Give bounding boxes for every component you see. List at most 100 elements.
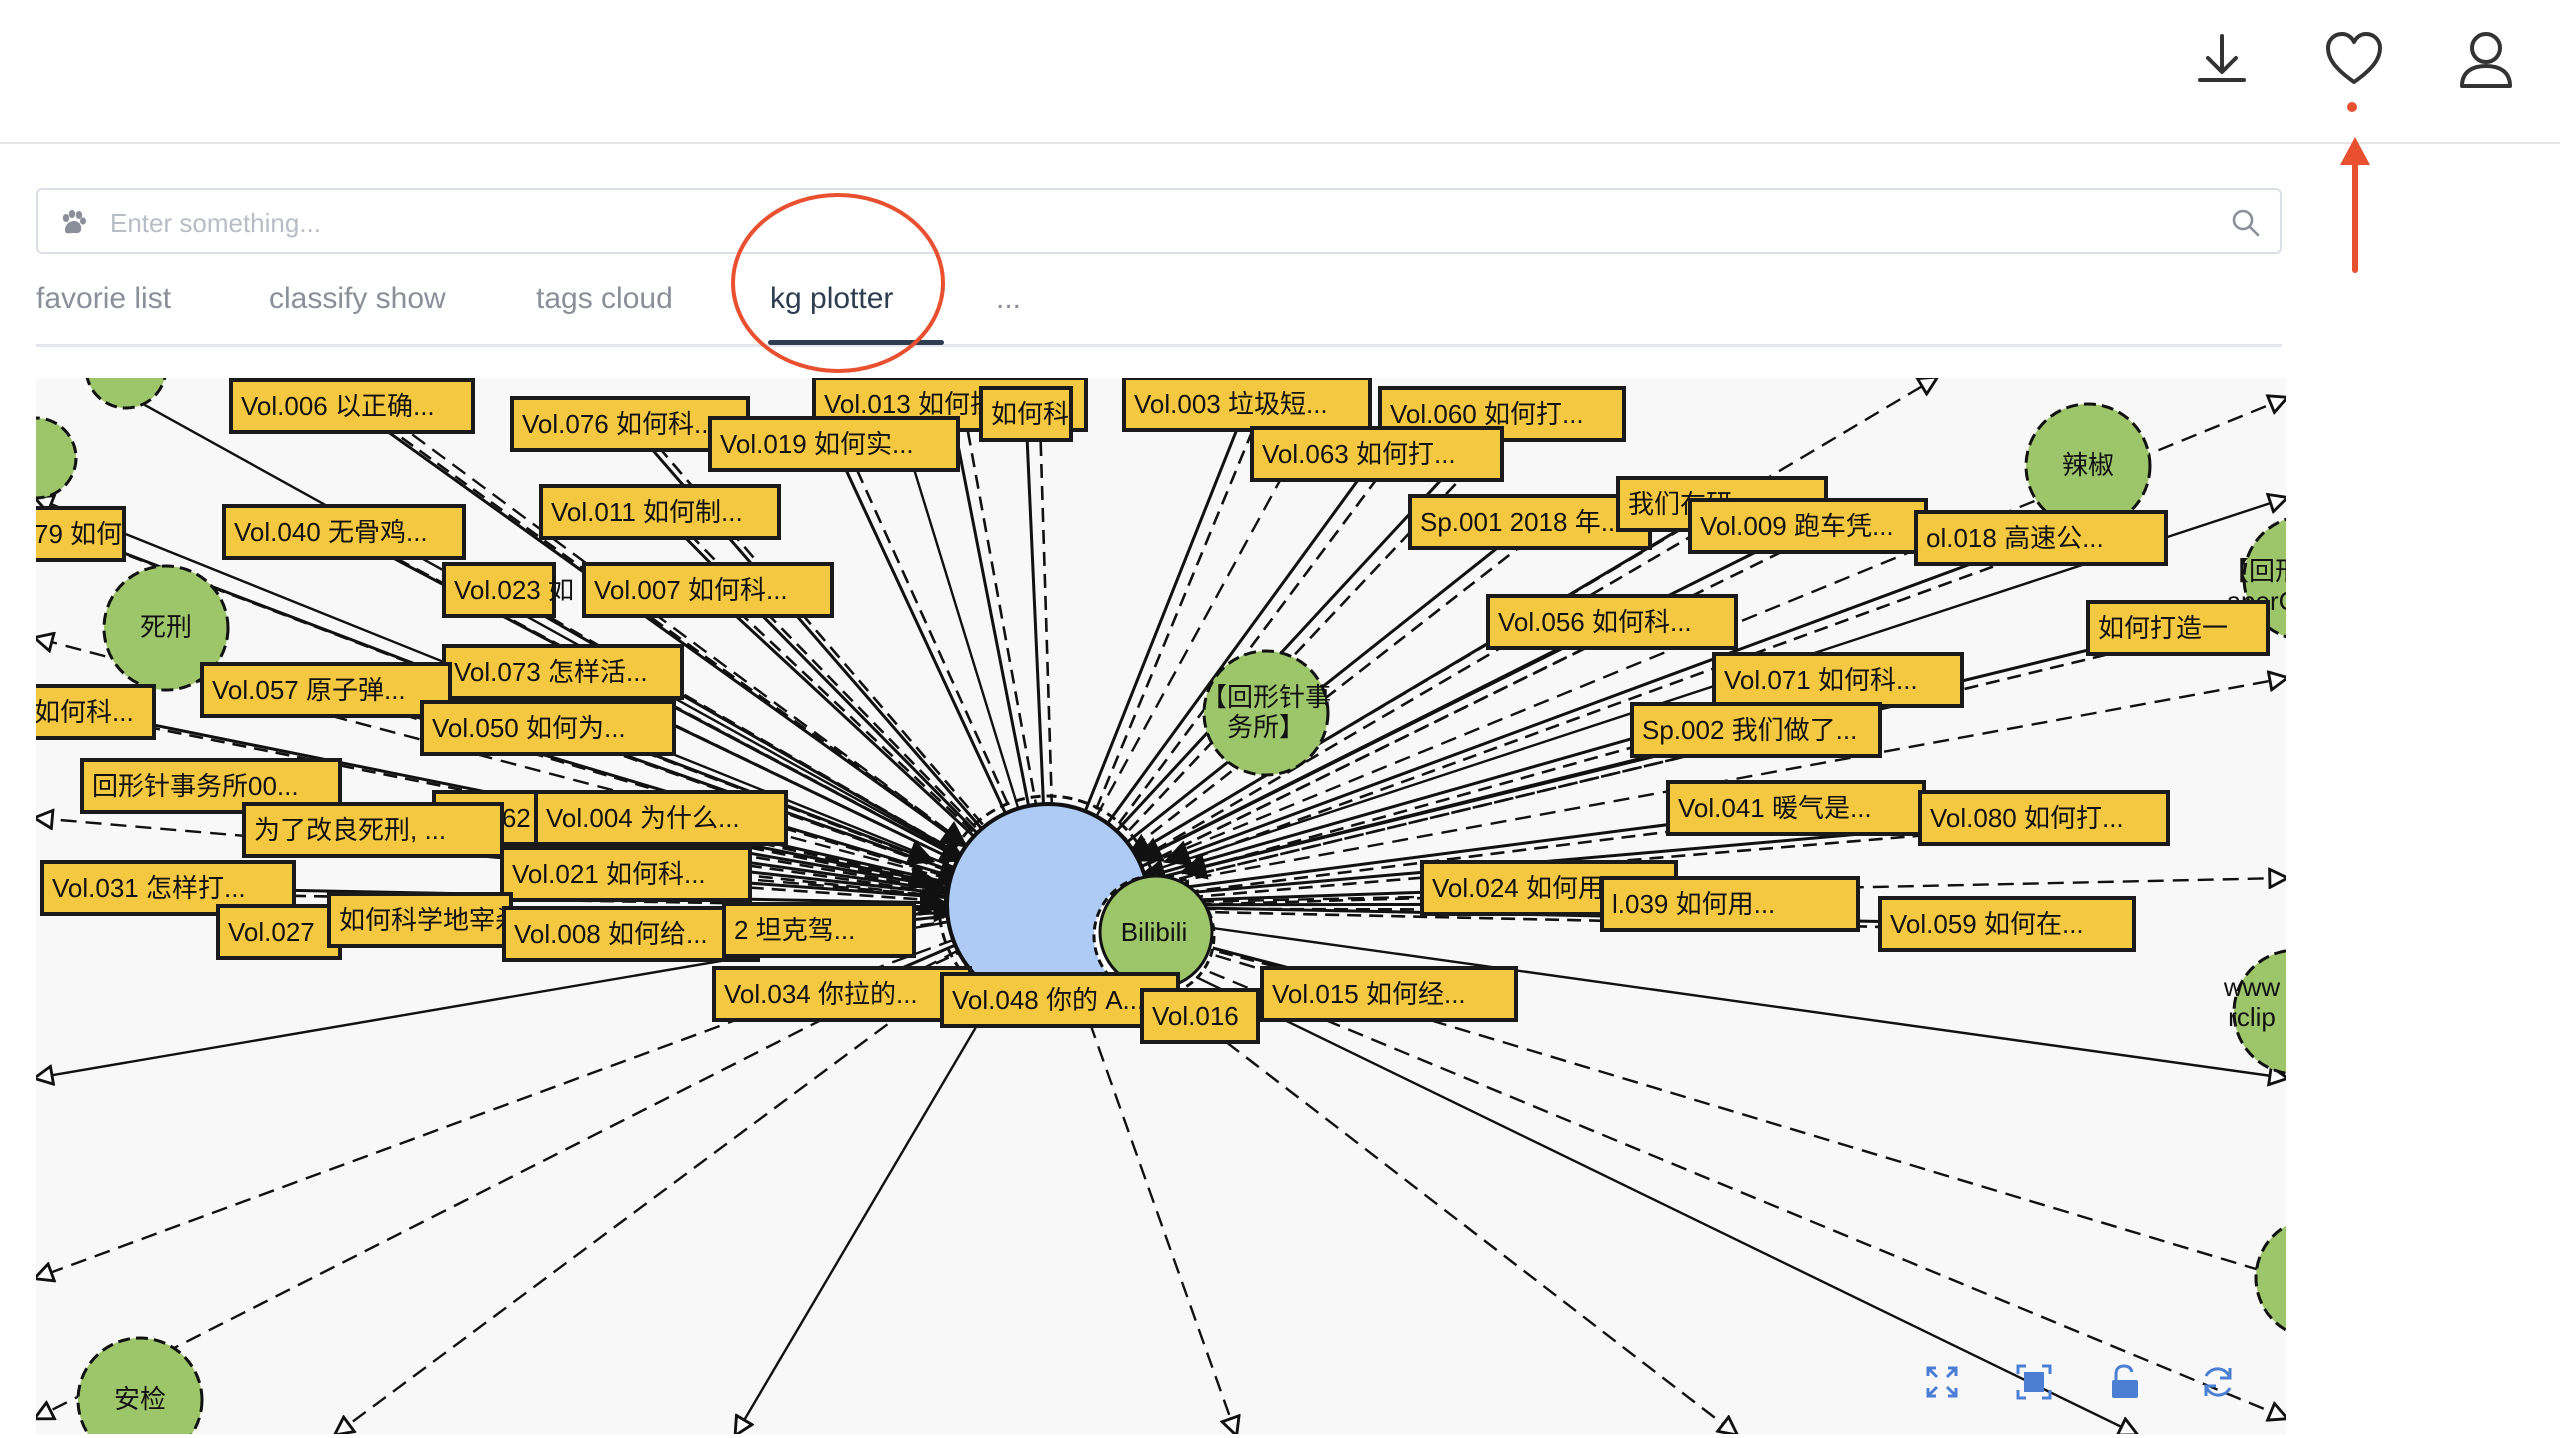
item-label[interactable]: Vol.040 无骨鸡...: [222, 504, 466, 560]
item-label[interactable]: 如何科...: [36, 684, 156, 740]
item-label[interactable]: Vol.021 如何科...: [500, 846, 752, 902]
graph-edge-dashed: [102, 716, 922, 884]
item-label[interactable]: 回形针事务所00...: [80, 758, 342, 814]
item-label[interactable]: Vol.023 如: [442, 562, 574, 618]
item-label[interactable]: Vol.031 怎样打...: [40, 860, 296, 916]
item-label-box: [502, 906, 760, 962]
item-label[interactable]: Vol.073 怎样活...: [442, 644, 684, 700]
tag-node-label: 死刑: [140, 612, 192, 642]
item-label[interactable]: Vol.059 如何在...: [1878, 896, 2136, 952]
item-label-text: 79 如何: [36, 519, 122, 549]
item-label[interactable]: 如何科: [979, 386, 1073, 442]
item-label-text: Vol.016: [1152, 1001, 1239, 1031]
graph-edge-long: [1046, 904, 1236, 1434]
fullscreen-icon[interactable]: [1924, 1364, 1960, 1400]
item-label-text: 2 坦克驾...: [734, 915, 855, 945]
item-label[interactable]: Vol.011 如何制...: [539, 484, 781, 540]
tag-node[interactable]: [1202, 649, 1330, 777]
item-label-text: Vol.008 如何给...: [514, 919, 708, 949]
graph-edge-long: [1047, 878, 2286, 907]
graph-edge-dashed: [846, 449, 1028, 845]
item-label-box: [1250, 426, 1504, 482]
tag-node[interactable]: [36, 416, 78, 500]
item-label-text: 如何打造一: [2098, 613, 2228, 643]
tab-kg-plotter[interactable]: kg plotter: [770, 282, 894, 315]
item-label[interactable]: Vol.056 如何科...: [1486, 594, 1738, 650]
item-label-box: [1878, 896, 2136, 952]
item-label[interactable]: 2 坦克驾...: [722, 902, 916, 958]
item-label[interactable]: Vol.080 如何打...: [1918, 790, 2170, 846]
item-label-text: Vol.034 你拉的...: [724, 979, 918, 1009]
item-label-text: Vol.031 怎样打...: [52, 873, 246, 903]
item-label[interactable]: Vol.016: [1140, 988, 1260, 1044]
item-label[interactable]: Vol.015 如何经...: [1260, 966, 1518, 1022]
item-label[interactable]: Vol.041 暖气是...: [1666, 780, 1926, 836]
item-label[interactable]: Vol.057 原子弹...: [200, 662, 452, 718]
item-label-box: [1630, 702, 1882, 758]
item-label-text: l.039 如何用...: [1612, 889, 1775, 919]
graph-edge-dashed: [1101, 459, 1393, 847]
item-label[interactable]: 如何科学地宰杀: [327, 892, 521, 948]
tag-node[interactable]: [2232, 949, 2286, 1075]
tag-node[interactable]: [85, 378, 167, 410]
active-tab-indicator: [768, 340, 944, 345]
item-label[interactable]: Vol.006 以正确...: [229, 378, 475, 434]
item-label[interactable]: Vol.034 你拉的...: [712, 966, 972, 1022]
unlock-icon[interactable]: [2108, 1364, 2144, 1400]
item-label[interactable]: Vol.019 如何实...: [708, 416, 960, 472]
item-label[interactable]: 如何打造一: [2086, 600, 2270, 656]
item-label[interactable]: Vol.007 如何科...: [582, 562, 834, 618]
item-label[interactable]: Vol.027: [216, 904, 342, 960]
item-label[interactable]: Vol.050 如何为...: [420, 700, 676, 756]
user-icon[interactable]: [2454, 28, 2518, 92]
graph-edge-long: [1047, 903, 2286, 1078]
tab-favorite-list[interactable]: favorie list: [36, 282, 172, 315]
item-label-text: Vol.041 暖气是...: [1678, 793, 1872, 823]
item-label-text: Vol.076 如何科...: [522, 409, 716, 439]
item-label[interactable]: Sp.001 2018 年...: [1408, 494, 1652, 550]
item-label-text: Vol.011 如何制...: [551, 497, 743, 527]
item-label-text: Vol.024 如何用...: [1432, 873, 1626, 903]
tab-more[interactable]: ...: [996, 282, 1022, 315]
heart-icon[interactable]: [2322, 28, 2386, 92]
item-label-box: [1122, 378, 1372, 432]
fit-view-icon[interactable]: [2016, 1364, 2052, 1400]
item-label-text: 如何科...: [36, 697, 134, 727]
item-label[interactable]: Vol.048 你的 A...: [940, 972, 1180, 1028]
graph-edge-dashed: [1082, 409, 1263, 840]
tag-node[interactable]: [102, 564, 230, 692]
item-label-box: [539, 484, 781, 540]
item-label-text: Vol.040 无骨鸡...: [234, 517, 428, 547]
item-label[interactable]: 79 如何: [36, 506, 126, 562]
item-label-text: 回形针事务所00...: [92, 771, 299, 801]
item-label-text: Vol.063 如何打...: [1262, 439, 1456, 469]
tag-node-label: 安检: [114, 1384, 166, 1414]
item-label[interactable]: Vol.003 垃圾短...: [1122, 378, 1372, 432]
tab-classify-show[interactable]: classify show: [269, 282, 446, 315]
item-label[interactable]: ol.018 高速公...: [1914, 510, 2168, 566]
tab-tags-cloud[interactable]: tags cloud: [536, 282, 673, 315]
graph-edge: [1099, 412, 1504, 850]
item-label-box: [200, 662, 452, 718]
item-label[interactable]: Sp.002 我们做了...: [1630, 702, 1882, 758]
item-label[interactable]: 为了改良死刑, ...: [242, 802, 504, 858]
item-label[interactable]: l.039 如何用...: [1600, 876, 1860, 932]
search-icon[interactable]: [2230, 207, 2262, 239]
download-icon[interactable]: [2190, 28, 2254, 92]
item-label[interactable]: Vol.004 为什么...: [534, 790, 788, 846]
item-label[interactable]: Vol.063 如何打...: [1250, 426, 1504, 482]
refresh-icon[interactable]: [2200, 1364, 2236, 1400]
item-label-text: Vol.019 如何实...: [720, 429, 914, 459]
item-label[interactable]: Vol.009 跑车凭...: [1688, 498, 1928, 554]
tag-node[interactable]: [2254, 1218, 2286, 1338]
graph-edge-dashed: [1161, 530, 1823, 858]
item-label-box: [1918, 790, 2170, 846]
search-input[interactable]: [108, 200, 2212, 246]
item-label[interactable]: Vol.071 如何科...: [1712, 652, 1964, 708]
item-label-text: Vol.059 如何在...: [1890, 909, 2084, 939]
item-label-box: [708, 416, 960, 472]
graph-edge-dashed: [1195, 822, 2059, 899]
item-label[interactable]: Vol.008 如何给...: [502, 906, 760, 962]
tag-node[interactable]: [76, 1336, 204, 1434]
